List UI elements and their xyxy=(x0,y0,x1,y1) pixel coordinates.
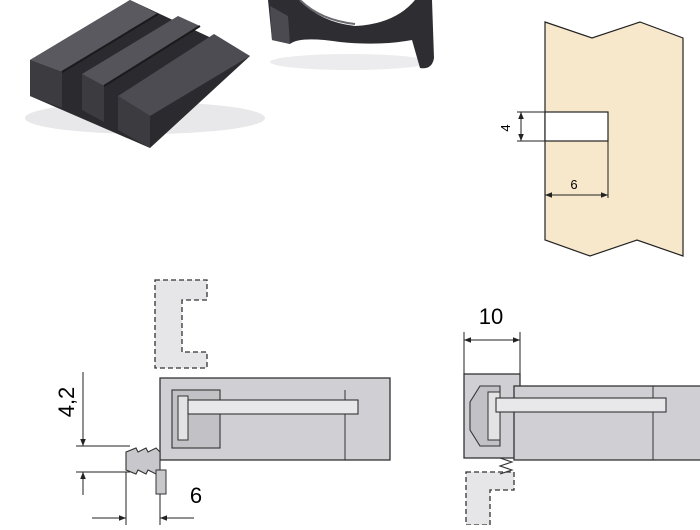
clip-shadow xyxy=(270,54,430,70)
slot-depth-label: 4 xyxy=(498,124,513,131)
right-width-label: 10 xyxy=(479,304,503,329)
left-bolt xyxy=(187,399,359,415)
right-housing xyxy=(513,385,700,461)
left-clamp-jaw xyxy=(177,395,189,441)
right-bolt xyxy=(495,397,667,413)
connector-ridge-1 xyxy=(30,0,158,72)
connector-face-1 xyxy=(30,60,62,108)
clip-highlight xyxy=(299,0,356,25)
connector-ridge-2 xyxy=(82,16,200,86)
right-frame-profile-dashed xyxy=(465,471,515,526)
product-photo-connector xyxy=(25,0,265,148)
panel-slot xyxy=(544,111,609,142)
connector-ridge-3 xyxy=(118,34,250,116)
left-height-label: 4,2 xyxy=(54,387,79,418)
clip-body xyxy=(268,0,434,69)
connector-face-2 xyxy=(82,74,104,122)
product-photo-clip xyxy=(268,0,434,70)
slot-width-label: 6 xyxy=(570,177,577,192)
panel-detail: 4 6 xyxy=(498,21,684,257)
left-section: 4,2 6 xyxy=(54,279,391,525)
connector-groove-1 xyxy=(61,13,159,73)
connector-groove-2 xyxy=(103,25,201,87)
right-section: 10 xyxy=(463,304,700,526)
left-width-label: 6 xyxy=(190,483,202,508)
right-dowel-barbs xyxy=(498,457,514,475)
clip-end-face xyxy=(270,6,290,44)
connector-face-3 xyxy=(118,96,150,148)
left-frame-profile-dashed xyxy=(154,279,208,369)
left-dowel-barbed xyxy=(125,447,161,475)
left-dowel-stem xyxy=(155,469,167,495)
